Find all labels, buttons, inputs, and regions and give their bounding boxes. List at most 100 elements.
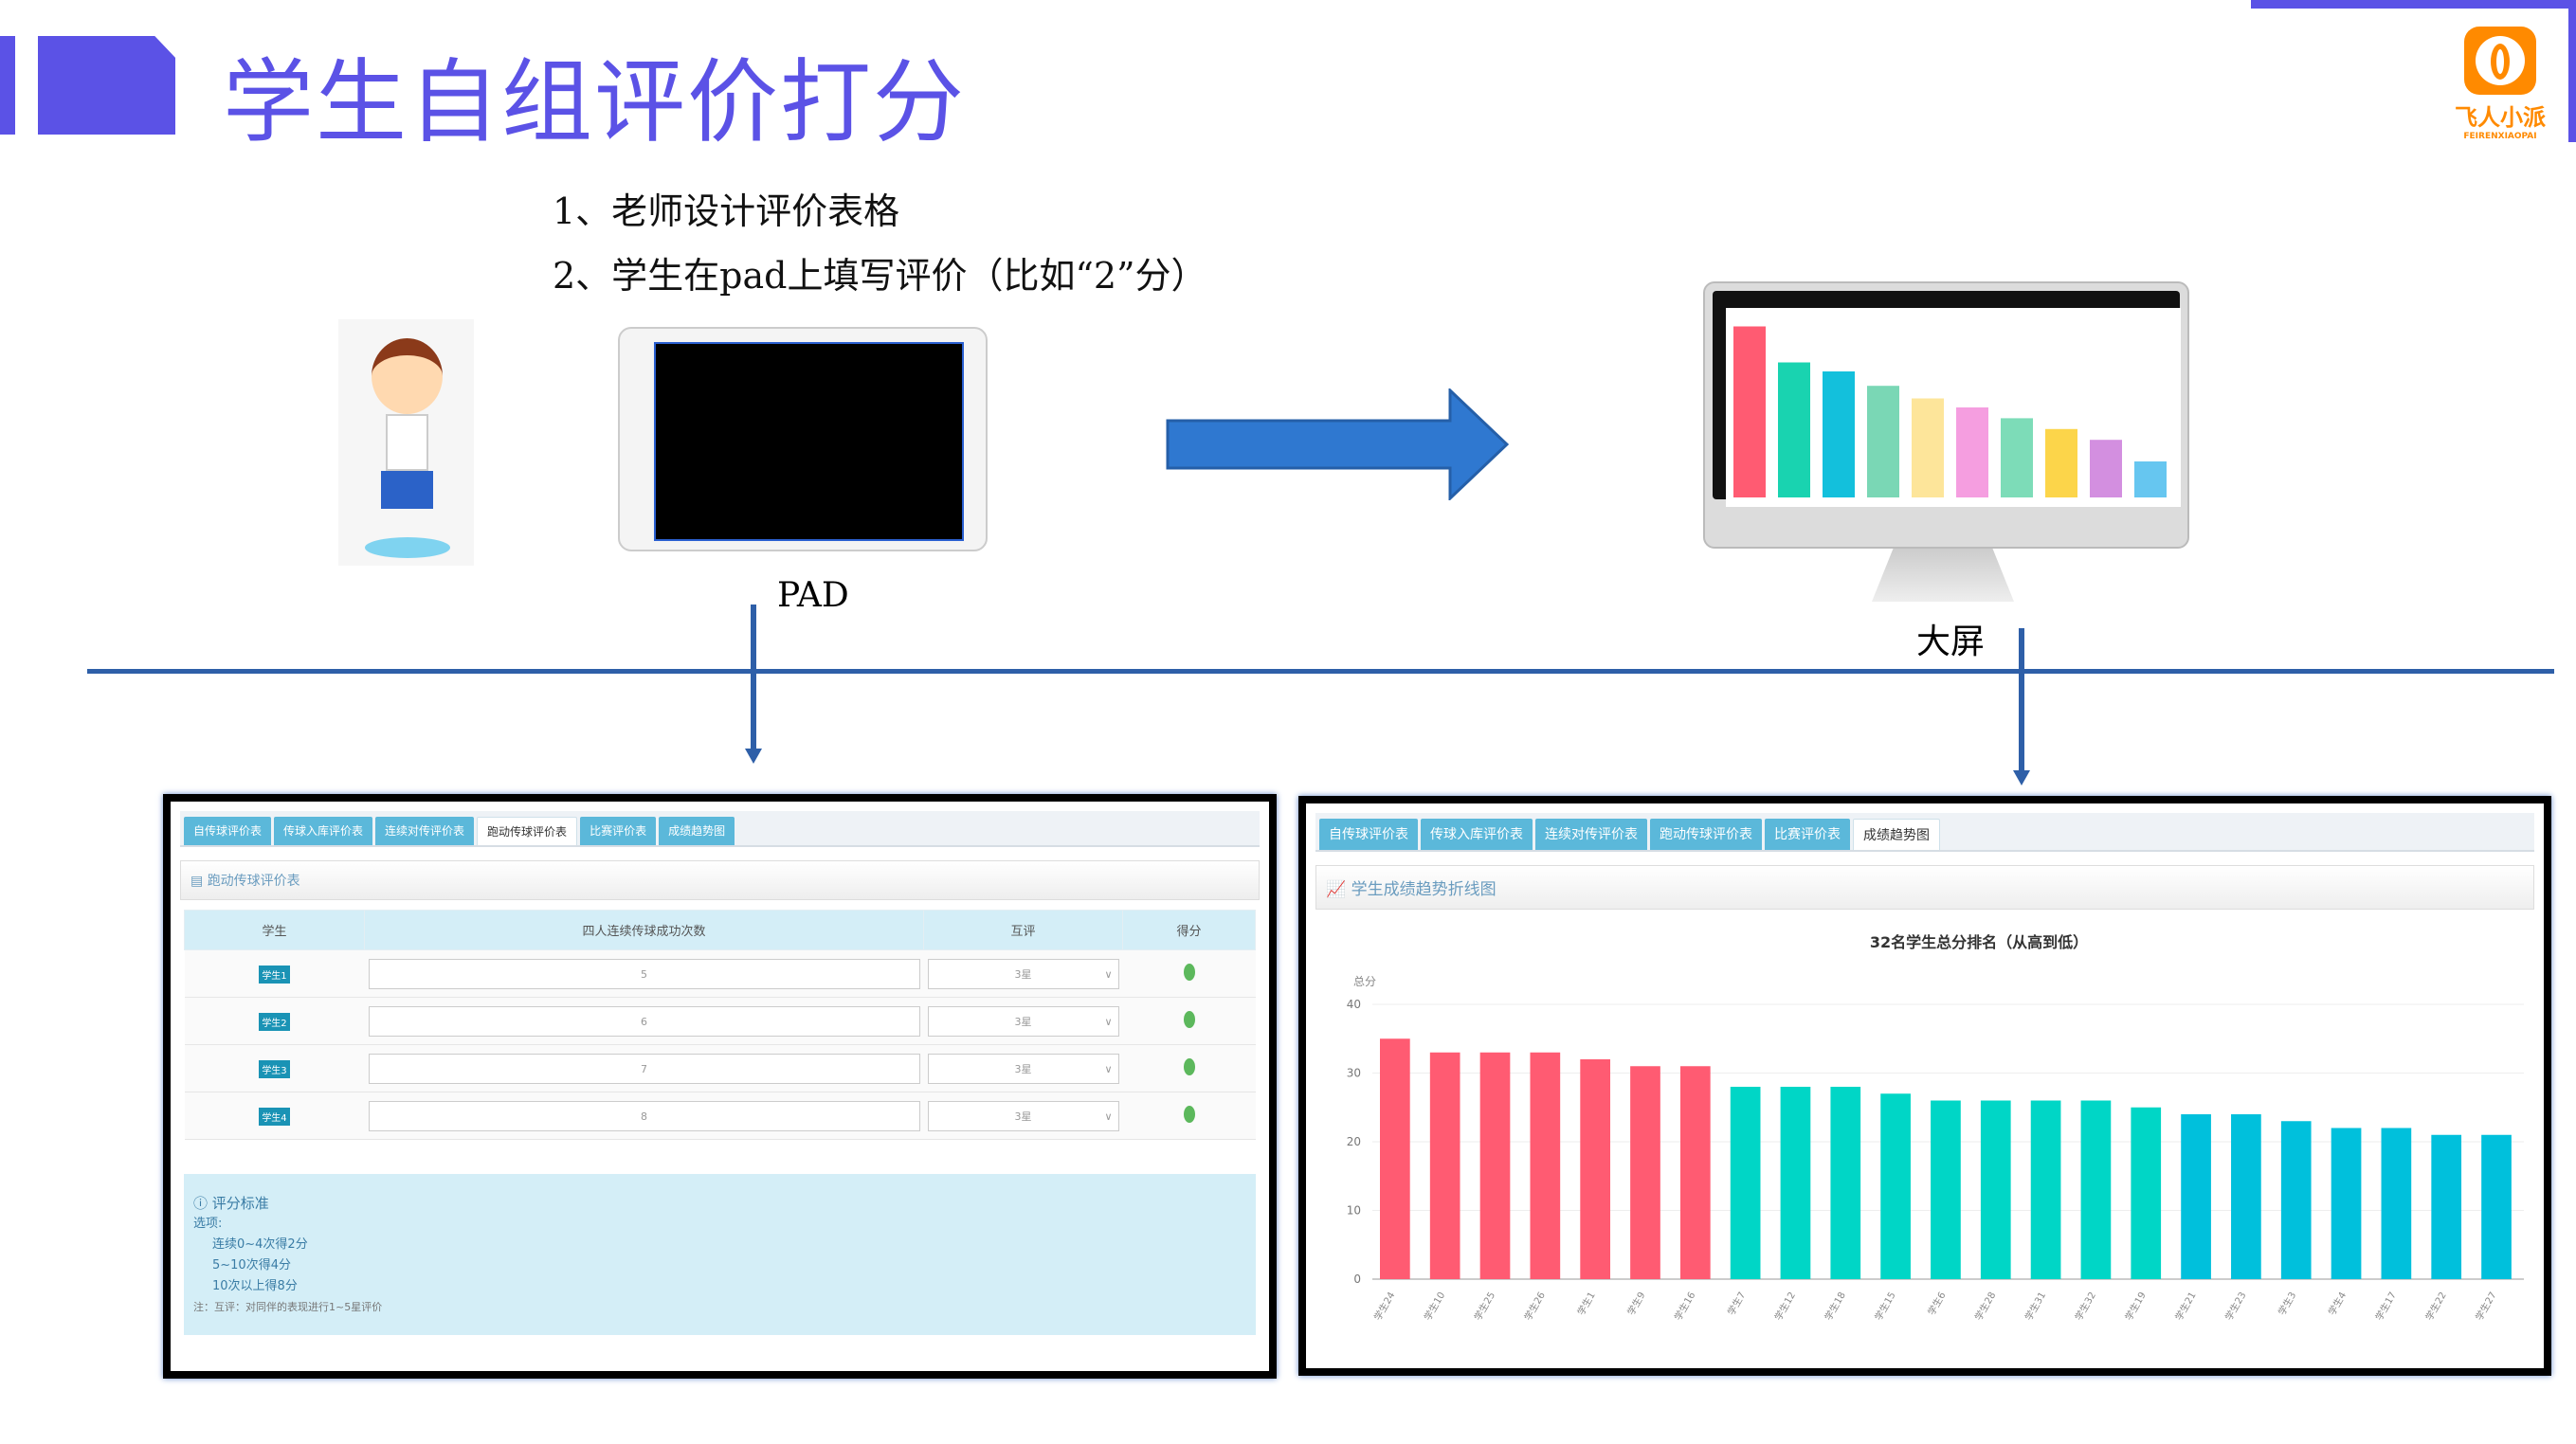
rating-select[interactable]: 3星∨ — [927, 958, 1119, 989]
bar — [1380, 1038, 1410, 1279]
logo-mark-icon — [2464, 27, 2536, 95]
column-header: 学生 — [184, 910, 365, 950]
monitor-bar — [2090, 440, 2122, 497]
bar — [2331, 1128, 2362, 1279]
table-row: 学生2 6 3星∨ — [184, 997, 1256, 1045]
tab-5[interactable]: 成绩趋势图 — [1853, 819, 1940, 850]
monitor-bar — [2134, 461, 2167, 497]
y-tick-label: 0 — [1353, 1273, 1361, 1286]
bar — [2030, 1100, 2061, 1279]
x-tick-label: 学生4 — [2326, 1290, 2349, 1317]
student-badge: 学生1 — [259, 965, 290, 984]
monitor-bar — [1956, 407, 1988, 497]
scoring-criteria: ⓘ 评分标准 选项: 连续0~4次得2分 5~10次得4分 10次以上得8分 注… — [184, 1174, 1256, 1335]
bar — [1830, 1087, 1861, 1279]
monitor-bar — [1912, 398, 1944, 497]
rating-select[interactable]: 3星∨ — [927, 1005, 1119, 1037]
x-tick-label: 学生7 — [1725, 1290, 1748, 1317]
criteria-note: 注：互评：对同伴的表现进行1~5星评价 — [193, 1301, 383, 1313]
title-bar-accent — [0, 36, 15, 135]
arrow-down-icon — [2013, 628, 2030, 785]
line-chart-icon: 📈 — [1326, 880, 1347, 899]
rating-value: 3星 — [1014, 1062, 1032, 1075]
column-header: 四人连续传球成功次数 — [364, 910, 924, 950]
x-tick-label: 学生28 — [1972, 1290, 1999, 1323]
panel-title: 跑动传球评价表 — [207, 874, 300, 889]
table-row: 学生3 7 3星∨ — [184, 1044, 1256, 1092]
tab-2[interactable]: 连续对传评价表 — [375, 817, 475, 845]
tablet-screen — [654, 342, 964, 541]
student-badge: 学生4 — [259, 1107, 290, 1126]
tab-3[interactable]: 跑动传球评价表 — [477, 817, 578, 845]
table-row: 学生1 5 3星∨ — [184, 949, 1256, 998]
screen-label: 大屏 — [1916, 623, 1986, 661]
count-input[interactable]: 5 — [368, 958, 920, 989]
bar — [1530, 1052, 1561, 1279]
tab-0[interactable]: 自传球评价表 — [1319, 819, 1418, 850]
logo-pinyin: FEIRENXIAOPAI — [2463, 132, 2537, 141]
top-right-line — [2251, 0, 2576, 9]
bar — [1580, 1059, 1610, 1279]
panel-header: 📈 学生成绩趋势折线图 — [1315, 865, 2534, 910]
tab-0[interactable]: 自传球评价表 — [184, 817, 272, 845]
monitor-bar — [1778, 362, 1810, 497]
evaluation-form-panel: 自传球评价表传球入库评价表连续对传评价表跑动传球评价表比赛评价表成绩趋势图 ▤ … — [163, 794, 1277, 1379]
x-tick-label: 学生25 — [1471, 1290, 1497, 1323]
monitor-device — [1703, 281, 2189, 549]
monitor-bar — [1733, 326, 1766, 497]
chevron-down-icon: ∨ — [1104, 1110, 1113, 1123]
criteria-item: 连续0~4次得2分 — [212, 1237, 308, 1252]
x-tick-label: 学生16 — [1672, 1290, 1698, 1323]
score-status-icon — [1183, 1105, 1195, 1123]
chevron-down-icon: ∨ — [1104, 967, 1113, 981]
tab-2[interactable]: 连续对传评价表 — [1535, 819, 1647, 850]
x-tick-label: 学生18 — [1822, 1290, 1848, 1323]
evaluation-table: 学生 四人连续传球成功次数 互评 得分 学生1 5 3星∨ 学生2 6 3星∨ … — [184, 910, 1256, 1140]
count-input[interactable]: 6 — [368, 1005, 920, 1037]
x-tick-label: 学生1 — [1574, 1290, 1597, 1317]
monitor-bar — [2001, 418, 2033, 497]
score-chart-panel: 自传球评价表传球入库评价表连续对传评价表跑动传球评价表比赛评价表成绩趋势图 📈 … — [1298, 796, 2551, 1376]
tab-5[interactable]: 成绩趋势图 — [659, 817, 735, 845]
column-header: 互评 — [923, 910, 1123, 950]
bar — [2080, 1100, 2112, 1279]
student-badge: 学生2 — [259, 1012, 290, 1031]
x-tick-label: 学生26 — [1521, 1290, 1548, 1323]
tab-1[interactable]: 传球入库评价表 — [274, 817, 373, 845]
x-tick-label: 学生31 — [2023, 1290, 2049, 1323]
page-title: 学生自组评价打分 — [223, 49, 966, 155]
rating-select[interactable]: 3星 ∨ — [927, 1100, 1119, 1131]
bar — [1980, 1100, 2011, 1279]
x-tick-label: 学生27 — [2473, 1290, 2499, 1323]
rating-value: 3星 — [1014, 1110, 1032, 1123]
tab-4[interactable]: 比赛评价表 — [1765, 819, 1850, 850]
score-status-icon — [1183, 1057, 1195, 1075]
table-row: 学生4 8 3星 ∨ — [184, 1092, 1256, 1140]
criteria-title: 评分标准 — [211, 1195, 269, 1212]
step-2: 2、学生在pad上填写评价（比如“2”分） — [553, 255, 1207, 297]
rating-select[interactable]: 3星 ∨ — [927, 1053, 1119, 1084]
x-tick-label: 学生32 — [2072, 1290, 2098, 1323]
rating-value: 3星 — [1014, 1015, 1032, 1028]
tab-4[interactable]: 比赛评价表 — [580, 817, 657, 845]
bar — [2431, 1134, 2462, 1279]
y-tick-label: 30 — [1347, 1067, 1361, 1080]
info-icon: ⓘ — [193, 1195, 209, 1212]
x-tick-label: 学生23 — [2222, 1290, 2249, 1323]
tab-3[interactable]: 跑动传球评价表 — [1650, 819, 1762, 850]
bar — [1479, 1052, 1511, 1279]
right-edge-line — [2568, 0, 2576, 142]
count-input[interactable]: 7 — [368, 1053, 920, 1084]
count-input[interactable]: 8 — [368, 1100, 920, 1131]
chevron-down-icon: ∨ — [1104, 1062, 1113, 1075]
score-status-icon — [1183, 1010, 1195, 1028]
panel-header: ▤ 跑动传球评价表 — [180, 860, 1260, 900]
y-tick-label: 40 — [1347, 998, 1361, 1011]
tab-bar: 自传球评价表传球入库评价表连续对传评价表跑动传球评价表比赛评价表成绩趋势图 — [1315, 813, 2534, 852]
tab-bar: 自传球评价表传球入库评价表连续对传评价表跑动传球评价表比赛评价表成绩趋势图 — [180, 811, 1260, 847]
tab-1[interactable]: 传球入库评价表 — [1421, 819, 1533, 850]
y-tick-label: 10 — [1347, 1204, 1361, 1218]
pad-label: PAD — [777, 576, 849, 615]
bar — [2481, 1134, 2512, 1279]
